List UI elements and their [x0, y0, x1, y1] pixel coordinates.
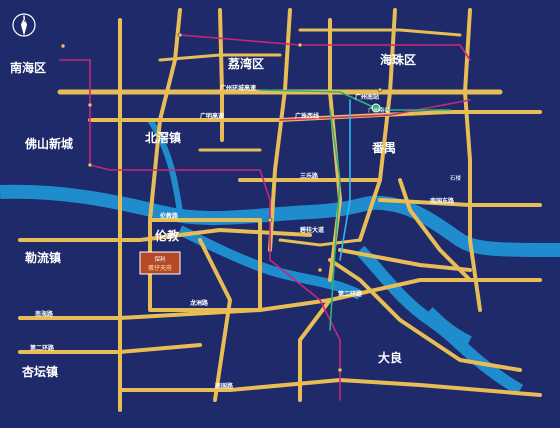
metro-lines	[59, 34, 471, 401]
project-developer-label: 保利	[154, 255, 165, 263]
road-label-guangming: 广明高速	[200, 112, 224, 120]
road-label-south-avenue: 南国路	[215, 382, 234, 390]
metro-cyan	[339, 99, 351, 261]
district-labels: 南海区 荔湾区 海珠区 佛山新城 北滘镇 番禺 伦教 勒流镇 大良 杏坛镇	[10, 52, 416, 379]
road-east-diagonal	[398, 178, 472, 282]
district-liwan: 荔湾区	[227, 56, 264, 71]
poi-gz-south-small: 广州南站	[368, 106, 391, 114]
road-labels: 广州环城高速 广州南站 广明高速 广珠西线 三乐路 碧桂大道 南国东路 第二环路…	[29, 84, 455, 390]
station-dot	[377, 87, 383, 93]
road-label-second-ring-west: 第二环路	[29, 344, 55, 352]
road-upper-link	[158, 53, 282, 62]
road-label-guangzhou-ring: 广州环城高速	[220, 84, 256, 92]
district-beijiao: 北滘镇	[145, 130, 181, 145]
station-dot	[87, 162, 93, 168]
road-east-vertical	[463, 8, 482, 312]
station-dot	[317, 267, 323, 273]
road-label-second-ring: 第二环路	[337, 290, 363, 298]
road-label-guangzhu-west: 广珠西线	[295, 112, 319, 120]
road-label-longzhou: 龙洲路	[190, 299, 209, 307]
road-lecong	[18, 278, 542, 320]
road-longzhou	[198, 238, 232, 402]
metro-pink-north	[179, 34, 471, 61]
road-north-4	[358, 8, 397, 242]
metro-green-south	[329, 109, 341, 331]
road-label-nanhai-road: 南海路	[35, 310, 54, 318]
road-nanguo-east	[378, 198, 542, 207]
svg-text:N: N	[22, 17, 27, 24]
district-daliang: 大良	[378, 350, 402, 365]
road-north-1	[218, 8, 224, 142]
river-main	[0, 184, 397, 226]
road-top	[298, 28, 462, 37]
river-east	[393, 198, 560, 257]
project-name-label: 蛋仔天府	[148, 264, 172, 272]
station-dot	[297, 42, 303, 48]
road-second-ring-west	[18, 343, 202, 354]
project-marker: 保利 蛋仔天府	[139, 251, 181, 275]
gz-south-station-marker	[371, 103, 381, 113]
district-nanhai: 南海区	[10, 60, 46, 75]
district-haizhu: 海珠区	[380, 52, 416, 67]
river-beijiao	[147, 118, 183, 213]
road-second-ring-east	[338, 248, 472, 272]
district-panyu: 番禺	[371, 140, 396, 155]
district-foshan-new-city: 佛山新城	[24, 136, 73, 151]
station-dot	[177, 32, 183, 38]
road-south-1	[298, 298, 332, 402]
station-dot	[87, 102, 93, 108]
road-north-2	[268, 8, 292, 252]
district-xingtan: 杏坛镇	[21, 364, 58, 379]
river-branch	[427, 307, 472, 344]
road-label-sanle: 三乐路	[300, 172, 319, 180]
road-label-lunjiao-road: 伦教路	[159, 212, 179, 220]
road-centre-link	[278, 238, 362, 247]
road-label-nanguo-east: 南国东路	[430, 197, 455, 205]
metro-green-north	[259, 89, 451, 111]
district-lunjiao: 伦教	[155, 228, 180, 243]
road-label-gz-south: 广州南站	[355, 93, 379, 101]
station-dot	[337, 367, 343, 373]
metro-pink-east	[279, 99, 471, 121]
poi-labels: 广州南站 石楼	[368, 106, 462, 182]
poi-shilou: 石楼	[450, 174, 462, 182]
compass-icon: N	[12, 13, 36, 37]
station-dot	[60, 43, 66, 49]
station-dot	[267, 217, 273, 223]
road-label-qianjin: 碧桂大道	[299, 226, 324, 234]
stations	[60, 32, 383, 373]
road-daliang-diagonal	[328, 258, 522, 372]
road-lunjiao-ring	[18, 228, 312, 242]
district-leliu: 勒流镇	[25, 250, 61, 265]
